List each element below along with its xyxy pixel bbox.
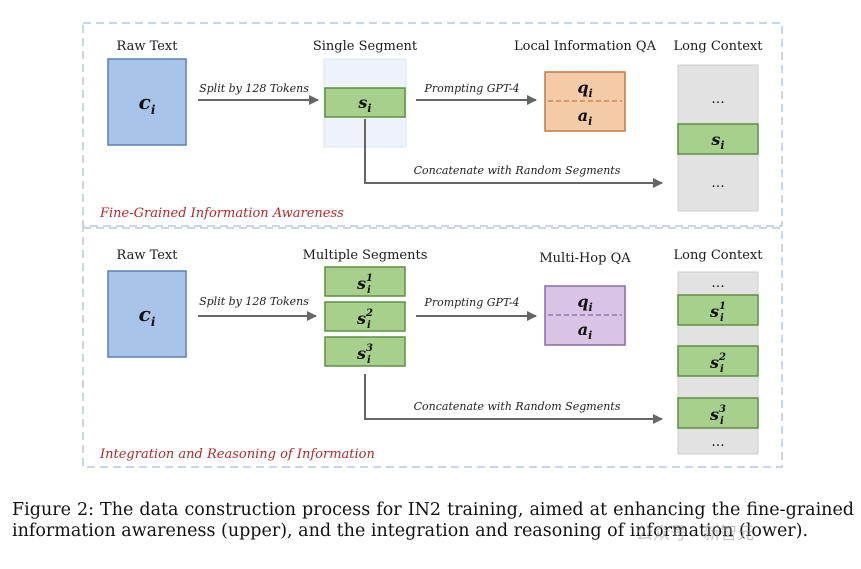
figure-caption: Figure 2: The data construction process … <box>12 500 854 541</box>
upper-concat-label: Concatenate with Random Segments <box>414 164 621 177</box>
lower-raw-symbol: ci <box>139 302 156 329</box>
lower-segment-label: Multiple Segments <box>303 248 428 263</box>
lower-segment-2 <box>324 301 406 332</box>
lower-context-dots-top: ... <box>711 275 724 291</box>
upper-qa-label: Local Information QA <box>514 39 657 54</box>
lower-context-label: Long Context <box>674 248 764 263</box>
upper-a-symbol: ai <box>578 106 593 128</box>
lower-concat-label: Concatenate with Random Segments <box>414 400 621 413</box>
upper-context-label: Long Context <box>674 39 764 54</box>
lower-panel-title: Integration and Reasoning of Information <box>99 447 375 462</box>
lower-context-segment-3 <box>677 397 759 429</box>
lower-q-symbol: qi <box>577 292 592 314</box>
diagram: Raw Text Single Segment Local Informatio… <box>82 22 783 468</box>
lower-context-segment-1 <box>677 294 759 326</box>
upper-concat-arrow <box>364 119 663 188</box>
upper-raw-text-label: Raw Text <box>116 39 178 54</box>
upper-q-symbol: qi <box>577 78 592 100</box>
lower-panel-border <box>82 227 783 468</box>
lower-raw-text-label: Raw Text <box>116 248 178 263</box>
upper-context-segment <box>677 123 759 155</box>
lower-segment-3 <box>324 336 406 367</box>
upper-context-seg-symbol: si <box>710 130 724 152</box>
upper-context-dots-bottom: ... <box>711 175 724 191</box>
upper-panel-title: Fine-Grained Information Awareness <box>99 206 344 221</box>
upper-raw-symbol: ci <box>139 90 156 117</box>
lower-segment-1 <box>324 266 406 297</box>
upper-split-label: Split by 128 Tokens <box>199 82 309 95</box>
lower-context-dots-bottom: ... <box>711 434 724 450</box>
watermark: 公众号 · 新智元 <box>636 524 755 544</box>
upper-panel-border <box>82 22 783 227</box>
lower-raw-text-box <box>107 270 187 358</box>
upper-context-dots-top: ... <box>711 91 724 107</box>
upper-segment-label: Single Segment <box>313 39 418 54</box>
upper-segment-symbol: si <box>357 93 371 115</box>
lower-context-segment-2 <box>677 345 759 377</box>
upper-segment-box <box>324 87 406 118</box>
upper-prompt-label: Prompting GPT-4 <box>423 82 519 95</box>
upper-raw-text-box <box>107 58 187 146</box>
lower-split-label: Split by 128 Tokens <box>199 295 309 308</box>
lower-prompt-label: Prompting GPT-4 <box>423 296 519 309</box>
lower-a-symbol: ai <box>578 320 593 342</box>
lower-concat-arrow <box>364 374 663 424</box>
lower-qa-label: Multi-Hop QA <box>539 251 631 266</box>
